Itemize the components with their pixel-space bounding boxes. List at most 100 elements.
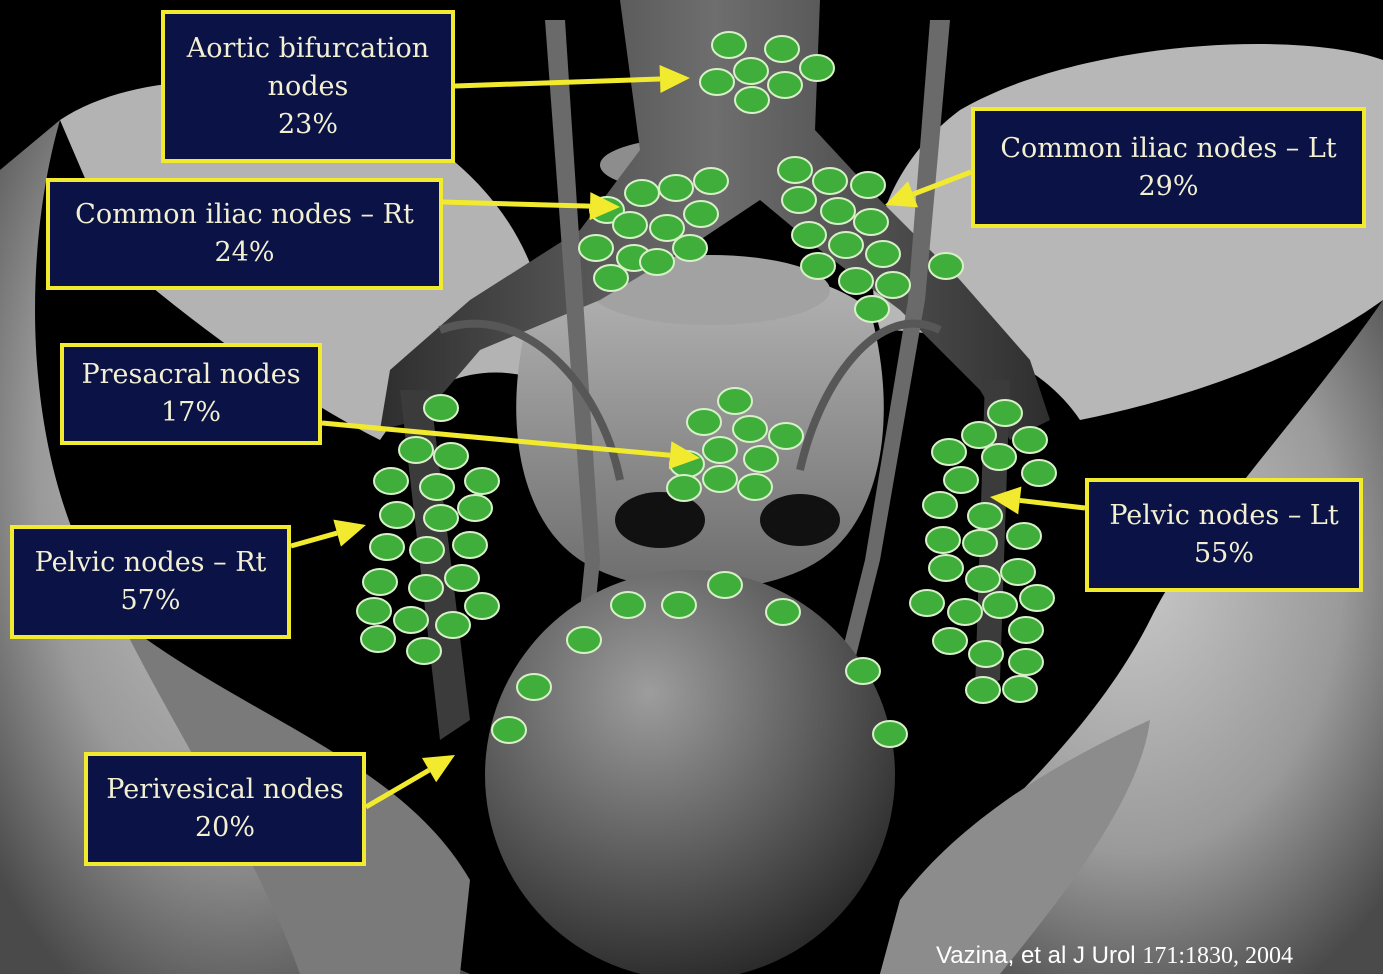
lymph-node-pelvic-lt [982,444,1016,470]
lymph-node-pelvic-lt [1020,585,1054,611]
lymph-node-pelvic-rt [465,593,499,619]
lymph-node-common-iliac-lt [778,157,812,183]
lymph-node-common-iliac-lt [929,253,963,279]
label-pelvic-lt: Pelvic nodes – Lt 55% [1085,478,1363,592]
lymph-node-common-iliac-rt [659,175,693,201]
lymph-node-aortic [712,32,746,58]
lymph-node-pelvic-lt [926,527,960,553]
lymph-node-presacral [687,409,721,435]
citation-authors: Vazina, et al J Urol [936,942,1136,969]
lymph-node-pelvic-rt [407,638,441,664]
label-perivesical: Perivesical nodes 20% [84,752,366,866]
lymph-node-pelvic-lt [968,503,1002,529]
lymph-node-pelvic-lt [1007,523,1041,549]
label-title: Pelvic nodes – Rt [35,544,267,582]
lymph-node-common-iliac-lt [855,296,889,322]
lymph-node-pelvic-rt [363,569,397,595]
lymph-node-perivesical [766,599,800,625]
lymph-node-pelvic-lt [963,530,997,556]
label-percent: 29% [1138,168,1198,206]
lymph-node-pelvic-rt [434,443,468,469]
lymph-node-presacral [738,474,772,500]
lymph-node-pelvic-lt [1009,617,1043,643]
label-percent: 23% [278,106,338,144]
label-common-iliac-rt: Common iliac nodes – Rt 24% [46,178,443,290]
lymph-node-common-iliac-rt [594,265,628,291]
lymph-node-common-iliac-lt [782,187,816,213]
lymph-node-presacral [703,466,737,492]
lymph-node-pelvic-rt [424,505,458,531]
label-title: Aortic bifurcation [187,30,429,68]
lymph-node-common-iliac-lt [851,172,885,198]
citation-reference: 171:1830, 2004 [1142,943,1293,969]
lymph-node-aortic [800,55,834,81]
label-title: Pelvic nodes – Lt [1109,497,1338,535]
lymph-node-pelvic-lt [933,628,967,654]
lymph-node-common-iliac-lt [854,209,888,235]
label-title: Perivesical nodes [106,771,343,809]
lymph-node-pelvic-lt [1003,676,1037,702]
lymph-node-aortic [768,72,802,98]
lymph-node-pelvic-lt [969,641,1003,667]
label-common-iliac-lt: Common iliac nodes – Lt 29% [971,107,1366,228]
label-percent: 55% [1194,535,1254,573]
lymph-node-perivesical [567,627,601,653]
lymph-node-pelvic-rt [394,607,428,633]
lymph-node-perivesical [517,674,551,700]
lymph-node-pelvic-rt [424,395,458,421]
lymph-node-pelvic-lt [966,566,1000,592]
lymph-node-aortic [700,69,734,95]
lymph-node-pelvic-rt [465,468,499,494]
lymph-node-perivesical [662,592,696,618]
lymph-node-pelvic-rt [458,495,492,521]
lymph-node-pelvic-lt [910,590,944,616]
lymph-node-common-iliac-rt [684,201,718,227]
lymph-node-aortic [735,87,769,113]
label-aortic-bifurcation: Aortic bifurcation nodes 23% [161,10,455,163]
lymph-node-pelvic-rt [357,598,391,624]
lymph-node-common-iliac-lt [829,232,863,258]
lymph-node-common-iliac-rt [613,212,647,238]
lymph-node-common-iliac-lt [813,168,847,194]
sacral-foramen [760,494,840,546]
lymph-node-common-iliac-rt [673,235,707,261]
lymph-node-presacral [718,388,752,414]
lymph-node-pelvic-rt [409,575,443,601]
lymph-node-common-iliac-lt [839,268,873,294]
lymph-node-pelvic-lt [944,467,978,493]
lymph-node-perivesical [873,721,907,747]
lymph-node-common-iliac-rt [625,180,659,206]
lymph-node-presacral [744,446,778,472]
lymph-node-common-iliac-rt [640,249,674,275]
lymph-node-pelvic-lt [923,492,957,518]
lymph-node-pelvic-lt [929,555,963,581]
lymph-node-perivesical [708,572,742,598]
lymph-node-common-iliac-lt [801,253,835,279]
lymph-node-pelvic-lt [966,677,1000,703]
lymph-node-common-iliac-rt [579,235,613,261]
lymph-node-pelvic-rt [420,474,454,500]
lymph-node-pelvic-lt [1001,559,1035,585]
lymph-node-aortic [734,58,768,84]
lymph-node-pelvic-rt [361,626,395,652]
label-percent: 57% [120,582,180,620]
lymph-node-pelvic-rt [380,502,414,528]
lymph-node-common-iliac-lt [876,272,910,298]
lymph-node-pelvic-lt [1013,427,1047,453]
citation: Vazina, et al J Urol 171:1830, 2004 [936,942,1293,970]
lymph-node-perivesical [611,592,645,618]
label-presacral: Presacral nodes 17% [60,343,322,445]
lymph-node-pelvic-lt [988,400,1022,426]
label-title: Common iliac nodes – Lt [1000,130,1336,168]
lymph-node-perivesical [492,717,526,743]
lymph-node-pelvic-lt [1022,460,1056,486]
lymph-node-presacral [733,416,767,442]
lymph-node-pelvic-rt [453,532,487,558]
lymph-node-pelvic-lt [932,439,966,465]
label-percent: 24% [214,234,274,272]
lymph-node-presacral [703,437,737,463]
label-title: Common iliac nodes – Rt [75,196,414,234]
lymph-node-pelvic-lt [1009,649,1043,675]
label-title-cont: nodes [268,68,349,106]
lymph-node-pelvic-lt [983,592,1017,618]
